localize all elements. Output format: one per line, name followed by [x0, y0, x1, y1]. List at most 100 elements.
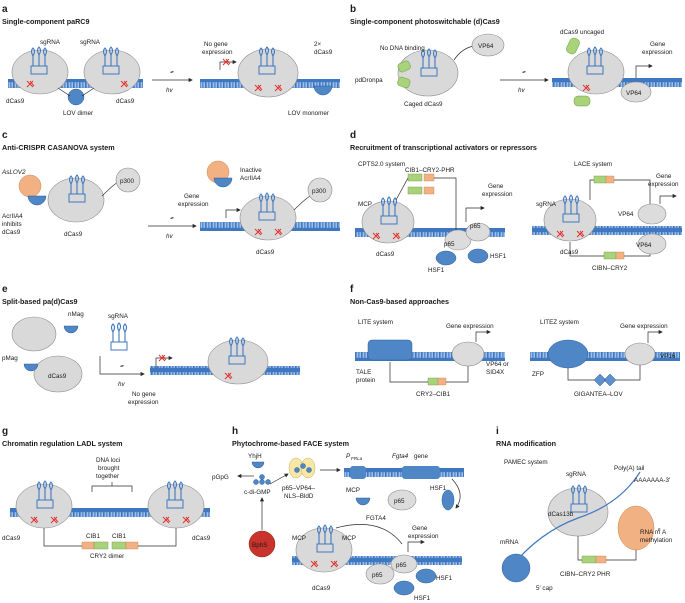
label-hsf1: HSF1: [490, 253, 507, 260]
label-m6a: A: [662, 529, 667, 536]
label-dcas9: dCas9: [116, 98, 135, 105]
lightning-hv-icon: [168, 212, 176, 224]
label-lov-monomer: LOV monomer: [288, 110, 329, 117]
p65-top: [387, 489, 417, 511]
dna-helix-icon: [355, 228, 505, 237]
pmag: [23, 363, 39, 372]
panel-f: f Non-Cas9-based approaches LITE system …: [350, 284, 680, 398]
hsf1-top: [441, 489, 455, 511]
label-sgrna: sgRNA: [108, 313, 129, 320]
label-yhjh: YhjH: [248, 453, 262, 460]
caged-dcas9: [397, 49, 459, 97]
cib1-cry2-domain: [615, 251, 625, 260]
label-lace: LACE system: [574, 161, 612, 168]
sgrna-icon: [110, 322, 128, 351]
panel-c: c Anti-CRISPR CASANOVA system p300 AsLOV…: [1, 130, 340, 256]
panel-letter: d: [350, 130, 356, 141]
label-hv: hv: [518, 87, 526, 94]
inactive-acriia4: [213, 177, 233, 188]
label-loci: brought: [98, 465, 120, 472]
label-gigantea-lov: GIGANTEA–LOV: [574, 391, 623, 398]
label-p65: p65: [396, 562, 407, 569]
panel-b: b Single-component photoswitchable (d)Ca…: [350, 4, 682, 108]
panel-letter: c: [2, 130, 8, 141]
label-bphs: BphS: [252, 542, 267, 549]
panel-title: Anti-CRISPR CASANOVA system: [2, 143, 115, 152]
panel-title: Chromatin regulation LADL system: [2, 439, 122, 448]
gigantea-lov: [593, 373, 617, 387]
dcas9-right: [239, 195, 297, 241]
label-gene: expression: [178, 201, 209, 208]
label-dcas9: dCas9: [192, 535, 211, 542]
lightning-hv-icon: [118, 360, 126, 372]
label-zfp: ZFP: [532, 371, 544, 378]
cib1-cry2-domain: [423, 173, 435, 182]
label-2x-dcas9: dCas9: [314, 49, 333, 56]
panel-title: RNA modification: [496, 439, 556, 448]
label-gene-word: gene: [414, 453, 429, 460]
dcas9-assembled: [207, 339, 269, 385]
label-dcas9: dCas9: [312, 585, 331, 592]
label-cibn-cry2-phr: CIBN–CRY2 PHR: [560, 571, 611, 578]
cry2-cib1-domain: [437, 377, 447, 386]
label-dcas9: dCas9: [376, 251, 395, 258]
label-p300: p300: [312, 188, 327, 195]
panel-g: g Chromatin regulation LADL system DNA l…: [2, 426, 211, 560]
label-mcp: MCP: [292, 535, 306, 542]
label-gene-expression: Gene expression: [446, 323, 494, 330]
dcas9-right: [147, 483, 205, 529]
panel-title: Single-component paRC9: [2, 17, 89, 26]
label-gene: expression: [482, 191, 513, 198]
label-vp16: VP16: [660, 353, 676, 360]
panel-h: h Phytochrome-based FACE system YhjH pGp…: [212, 426, 464, 602]
cib1-cry2-domain: [423, 186, 435, 195]
label-dcas9: dCas9: [560, 249, 579, 256]
cib1-cry2-domain: [407, 173, 423, 182]
panel-letter: b: [350, 4, 356, 15]
pddronpa: [397, 76, 411, 89]
hsf1: [393, 580, 415, 596]
label-dcas9: dCas9: [48, 373, 67, 380]
nmag: [63, 325, 79, 334]
label-vp64-sid4x: SID4X: [486, 369, 505, 376]
pddronpa-free: [573, 95, 591, 107]
label-gene: expression: [642, 49, 673, 56]
label-vp64: VP64: [478, 43, 494, 50]
panel-letter: h: [232, 426, 238, 437]
dna-helix-icon: [8, 79, 143, 88]
mcp-top: [355, 497, 371, 506]
label-p65: p65: [394, 498, 405, 505]
label-acr: AcrIIA4: [2, 213, 23, 220]
dcas9-left: [47, 177, 105, 223]
label-p65: p65: [470, 223, 481, 230]
dna-helix-icon: [530, 352, 680, 361]
label-sgrna: sgRNA: [40, 39, 61, 46]
cry2-phr-domain: [581, 555, 597, 564]
label-gene-expression: Gene expression: [620, 323, 668, 330]
dcas9-bound: [237, 48, 299, 98]
label-no-gene: expression: [128, 399, 159, 406]
label-cry2-cib1: CRY2–CIB1: [416, 391, 451, 398]
lightning-hv-icon: [168, 66, 176, 78]
label-fgta4: FGTA4: [366, 515, 386, 522]
label-gene: expression: [648, 181, 679, 188]
cib1-domain: [93, 541, 109, 550]
dcas9-left: [15, 483, 73, 529]
label-lite: LITE system: [358, 319, 393, 326]
label-acr: dCas9: [2, 229, 21, 236]
label-promoter: P: [346, 453, 351, 460]
label-fusion: p65–VP64–: [282, 485, 315, 492]
label-cib1: CIB1: [112, 533, 126, 540]
cib1-cry2-domain: [605, 175, 615, 184]
label-p300: p300: [120, 178, 135, 185]
dna-helix-icon: [292, 556, 462, 565]
panel-title: Phytochrome-based FACE system: [232, 439, 349, 448]
label-pmag: pMag: [2, 355, 18, 362]
panel-d: d Recruitment of transcriptional activat…: [350, 130, 682, 274]
label-m6a: methylation: [640, 537, 673, 544]
hsf1: [415, 568, 437, 584]
cib1-cry2-domain: [593, 175, 607, 184]
label-polya: Poly(A) tail: [614, 465, 644, 472]
dcas9-c-half: [33, 355, 83, 393]
panel-title: Split-based pa(d)Cas9: [2, 297, 77, 306]
